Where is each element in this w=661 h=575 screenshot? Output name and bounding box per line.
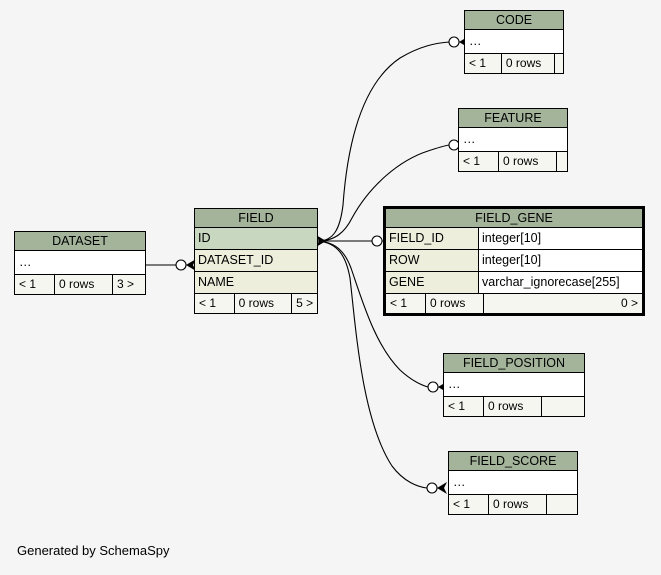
table-code-title: CODE <box>465 11 563 30</box>
table-field-gene-footer: < 1 0 rows 0 > <box>386 294 642 313</box>
table-feature-prev[interactable]: < 1 <box>459 152 499 171</box>
cardinality-circle-field-fieldgene <box>371 235 383 247</box>
table-field-position-next[interactable] <box>542 397 584 416</box>
cardinality-circle-field-fieldposition <box>427 381 439 393</box>
table-field-position-rowcount: 0 rows <box>484 397 542 416</box>
table-field-gene-column-field-id-type: integer[10] <box>478 228 642 249</box>
table-field-gene[interactable]: FIELD_GENE FIELD_ID integer[10] ROW inte… <box>383 206 645 316</box>
table-field-position-columns-ellipsis: … <box>444 373 584 397</box>
generated-by-label: Generated by SchemaSpy <box>17 543 170 558</box>
table-field-gene-title: FIELD_GENE <box>386 209 642 228</box>
table-feature[interactable]: FEATURE … < 1 0 rows <box>458 108 568 172</box>
table-field-gene-column-row-type: integer[10] <box>478 250 642 271</box>
cardinality-circle-dataset-field <box>175 259 187 271</box>
table-field-gene-column-field-id: FIELD_ID integer[10] <box>386 228 642 250</box>
table-feature-ellipsis-label: … <box>463 132 477 146</box>
table-field-gene-column-gene-name: GENE <box>386 272 478 293</box>
table-field-score-columns-ellipsis: … <box>449 471 577 495</box>
table-dataset-prev[interactable]: < 1 <box>15 275 55 294</box>
table-field-gene-column-gene-type: varchar_ignorecase[255] <box>478 272 642 293</box>
table-field-gene-prev[interactable]: < 1 <box>386 294 426 313</box>
table-field-rowcount: 0 rows <box>235 294 293 313</box>
table-field-position-ellipsis-label: … <box>448 377 462 391</box>
table-field-position-prev[interactable]: < 1 <box>444 397 484 416</box>
table-field-gene-rowcount: 0 rows <box>426 294 484 313</box>
table-code-rowcount: 0 rows <box>502 54 555 73</box>
table-field-score-title: FIELD_SCORE <box>449 452 577 471</box>
table-code-columns-ellipsis: … <box>465 30 563 54</box>
table-field-score-prev[interactable]: < 1 <box>449 495 489 514</box>
table-field-gene-column-row: ROW integer[10] <box>386 250 642 272</box>
table-field-score[interactable]: FIELD_SCORE … < 1 0 rows <box>448 451 578 515</box>
table-field-score-footer: < 1 0 rows <box>449 495 577 514</box>
table-field-column-id-name: ID <box>198 231 211 245</box>
table-field-gene-column-row-name: ROW <box>386 250 478 271</box>
table-field-position-footer: < 1 0 rows <box>444 397 584 416</box>
table-code[interactable]: CODE … < 1 0 rows <box>464 10 564 74</box>
table-field-footer: < 1 0 rows 5 > <box>195 294 317 313</box>
table-feature-title: FEATURE <box>459 109 567 128</box>
table-dataset-ellipsis-label: … <box>19 255 33 269</box>
table-code-prev[interactable]: < 1 <box>465 54 502 73</box>
table-feature-columns-ellipsis: … <box>459 128 567 152</box>
cardinality-circle-field-fieldscore <box>426 482 438 494</box>
table-dataset-title: DATASET <box>15 232 145 251</box>
table-field-score-next[interactable] <box>547 495 577 514</box>
table-field-gene-column-gene: GENE varchar_ignorecase[255] <box>386 272 642 294</box>
table-dataset-rowcount: 0 rows <box>55 275 113 294</box>
table-code-ellipsis-label: … <box>469 34 483 48</box>
table-code-footer: < 1 0 rows <box>465 54 563 73</box>
table-field-position[interactable]: FIELD_POSITION … < 1 0 rows <box>443 353 585 417</box>
table-field-title: FIELD <box>195 209 317 228</box>
table-dataset[interactable]: DATASET … < 1 0 rows 3 > <box>14 231 146 295</box>
table-code-next[interactable] <box>555 54 563 73</box>
table-field-column-dataset-id-name: DATASET_ID <box>198 253 274 267</box>
table-field-prev[interactable]: < 1 <box>195 294 235 313</box>
table-field-score-ellipsis-label: … <box>453 475 467 489</box>
table-feature-footer: < 1 0 rows <box>459 152 567 171</box>
cardinality-circle-field-code <box>448 36 460 48</box>
table-field-column-dataset-id: DATASET_ID <box>195 250 317 272</box>
table-field[interactable]: FIELD ID DATASET_ID NAME < 1 0 rows 5 > <box>194 208 318 314</box>
table-field-column-name-name: NAME <box>198 275 235 289</box>
table-field-gene-column-field-id-name: FIELD_ID <box>386 228 478 249</box>
table-field-next[interactable]: 5 > <box>296 296 314 310</box>
table-dataset-columns-ellipsis: … <box>15 251 145 275</box>
table-feature-rowcount: 0 rows <box>499 152 557 171</box>
table-field-score-rowcount: 0 rows <box>489 495 547 514</box>
table-dataset-footer: < 1 0 rows 3 > <box>15 275 145 294</box>
table-feature-next[interactable] <box>557 152 567 171</box>
table-field-position-title: FIELD_POSITION <box>444 354 584 373</box>
table-field-gene-next[interactable]: 0 > <box>620 296 638 310</box>
table-field-column-id: ID <box>195 228 317 250</box>
arrow-field-fieldscore <box>437 482 447 494</box>
table-field-column-name: NAME <box>195 272 317 294</box>
table-dataset-next[interactable]: 3 > <box>117 277 135 291</box>
